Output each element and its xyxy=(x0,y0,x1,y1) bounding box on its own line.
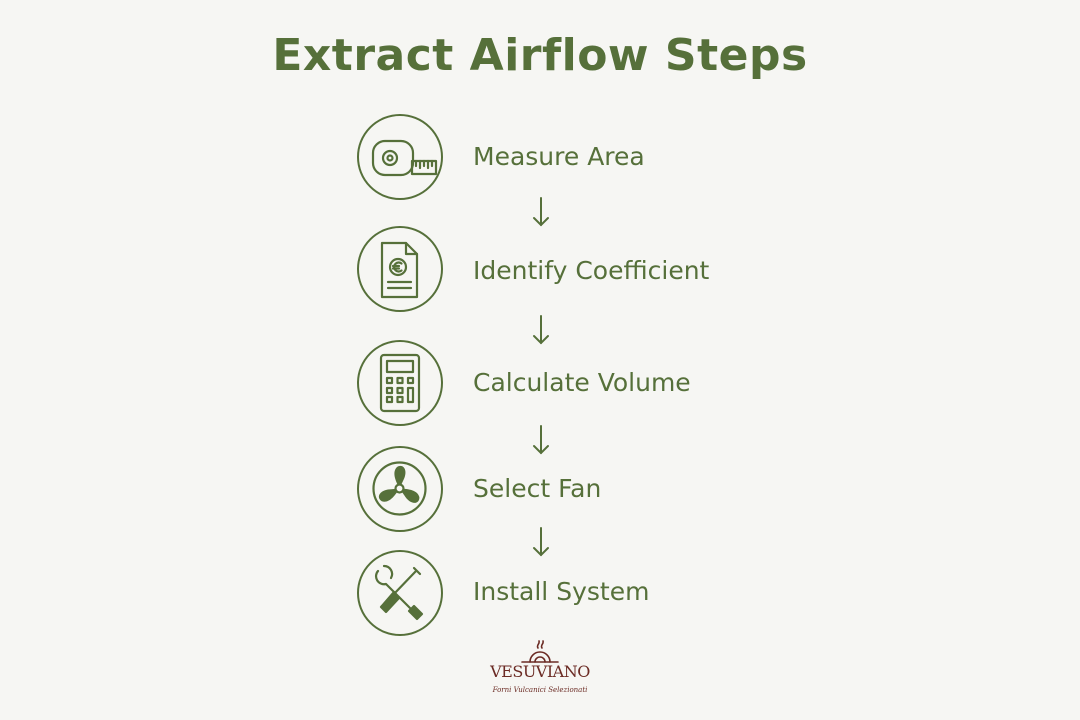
arrow-down-icon xyxy=(533,527,549,557)
fan-icon xyxy=(372,461,427,516)
calculator-icon xyxy=(379,353,421,413)
logo-tagline: Forni Vulcanici Selezionati xyxy=(492,686,588,694)
step-1-label: Measure Area xyxy=(473,142,645,171)
step-5-circle xyxy=(357,550,443,636)
tape-measure-icon xyxy=(371,139,438,177)
step-3-circle xyxy=(357,340,443,426)
step-4-circle xyxy=(357,446,443,532)
step-1-circle xyxy=(357,114,443,200)
arrow-down-icon xyxy=(533,425,549,455)
diagram-title: Extract Airflow Steps xyxy=(272,30,808,81)
logo-name: VESUVIANO xyxy=(490,662,590,681)
wrench-screwdriver-icon xyxy=(375,564,424,621)
oven-dome-icon xyxy=(521,640,559,663)
arrow-down-icon xyxy=(533,197,549,227)
arrow-down-icon xyxy=(533,315,549,345)
brand-logo: VESUVIANO Forni Vulcanici Selezionati xyxy=(490,640,590,700)
document-euro-icon xyxy=(380,241,419,299)
step-5-label: Install System xyxy=(473,577,650,606)
step-2-circle xyxy=(357,226,443,312)
step-2-label: Identify Coefficient xyxy=(473,256,710,285)
step-3-label: Calculate Volume xyxy=(473,368,691,397)
step-4-label: Select Fan xyxy=(473,474,602,503)
